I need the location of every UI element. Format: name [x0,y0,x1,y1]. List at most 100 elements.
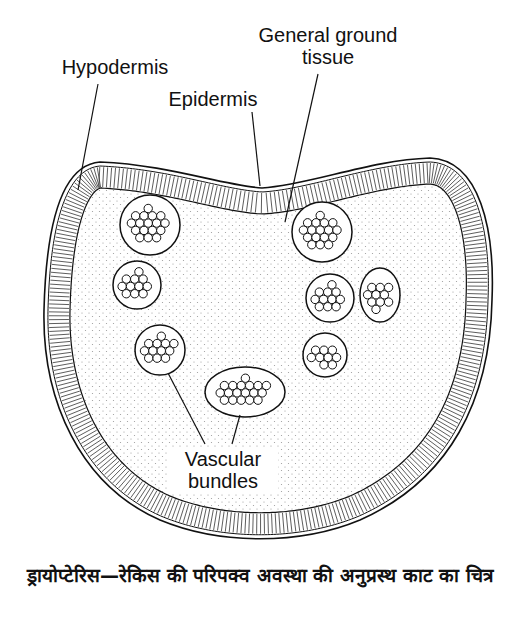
hatch-line [229,512,231,532]
hatch-line [49,323,69,324]
hatch-line [165,498,172,517]
hatch-line [310,185,314,205]
xylem-cell [139,290,147,298]
vascular-bundle [303,333,347,377]
hatch-line [345,177,350,196]
hatch-line [467,305,487,307]
hatch-line [376,170,380,190]
hatch-line [182,179,186,199]
xylem-cell [384,298,392,306]
hatch-line [241,513,242,533]
xylem-cell [316,241,324,249]
part-label: Epidermis [158,88,268,110]
hatch-line [452,388,471,395]
hatch-line [444,408,462,417]
hatch-line [434,426,451,437]
hatch-line [260,514,261,534]
hatch-line [286,512,288,532]
hatch-line [466,313,486,314]
hatch-line [50,334,70,335]
hatch-line [337,179,342,198]
hatch-line [49,303,69,305]
hatch-line [72,418,90,427]
hatch-line [217,511,220,531]
hatch-line [467,278,487,279]
hatch-line [248,514,250,534]
hatch-line [221,511,224,531]
hatch-line [467,289,487,290]
hatch-line [148,172,151,192]
hatch-line [459,364,478,369]
hatch-line [202,508,206,528]
hatch-line [252,514,254,534]
hatch-line [467,309,487,311]
hatch-line [62,210,81,216]
hatch-line [361,492,370,510]
hatch-line [346,499,353,518]
hatch-line [159,174,163,194]
hatch-line [56,233,76,237]
hatch-line [463,346,483,349]
hatch-line [315,508,319,528]
hatch-line [167,176,171,196]
hatch-line [301,511,304,531]
hatch-line [229,189,233,209]
hatch-line [455,198,473,206]
hatch-line [79,177,93,191]
hatch-line [308,509,312,529]
hatch-line [234,190,238,210]
hatch-line [114,168,116,188]
hatch-line [51,349,71,351]
hatch-line [311,509,315,529]
hatch-line [388,168,391,188]
hatch-line [342,500,349,519]
hatch-line [279,513,280,533]
hatch-line [349,498,357,517]
hatch-line [384,168,388,188]
hatch-line [125,169,127,189]
hatch-line [233,513,235,533]
part-label: Vascular bundles [168,448,278,492]
hatch-line [82,175,95,190]
hatch-line [178,178,182,198]
hatch-line [163,175,167,195]
hatch-line [221,187,225,207]
hatch-line [278,191,281,211]
hatch-line [55,241,75,244]
hatch-line [453,385,472,391]
hatch-line [267,514,269,534]
hatch-line [70,414,88,422]
hatch-line [404,165,407,185]
hatch-line [297,511,300,531]
hatch-line [206,509,210,529]
hatch-line [467,266,487,268]
hatch-line [52,264,72,266]
xylem-cell [131,290,139,298]
xylem-cell [254,396,262,404]
xylem-cell [245,396,253,404]
hatch-line [462,224,482,228]
hatch-line [49,295,69,297]
hatch-line [67,196,85,204]
hatch-line [264,514,265,534]
hatch-line [467,282,487,283]
hatch-line [461,357,481,361]
hatch-line [83,436,100,447]
hatch-line [290,512,292,532]
hatch-line [151,492,160,510]
hatch-line [462,349,482,353]
ground-tissue [70,184,466,513]
hatch-line [103,167,104,187]
xylem-cell [315,303,323,311]
hatch-line [463,342,483,345]
hatch-line [271,514,273,534]
hatch-line [415,164,417,184]
hatch-line [144,172,147,192]
hatch-line [400,166,403,186]
hatch-line [353,175,358,194]
hatch-line [63,207,82,214]
xylem-cell [328,361,336,369]
hatch-line [330,181,335,200]
epidermis-outline [44,158,492,539]
